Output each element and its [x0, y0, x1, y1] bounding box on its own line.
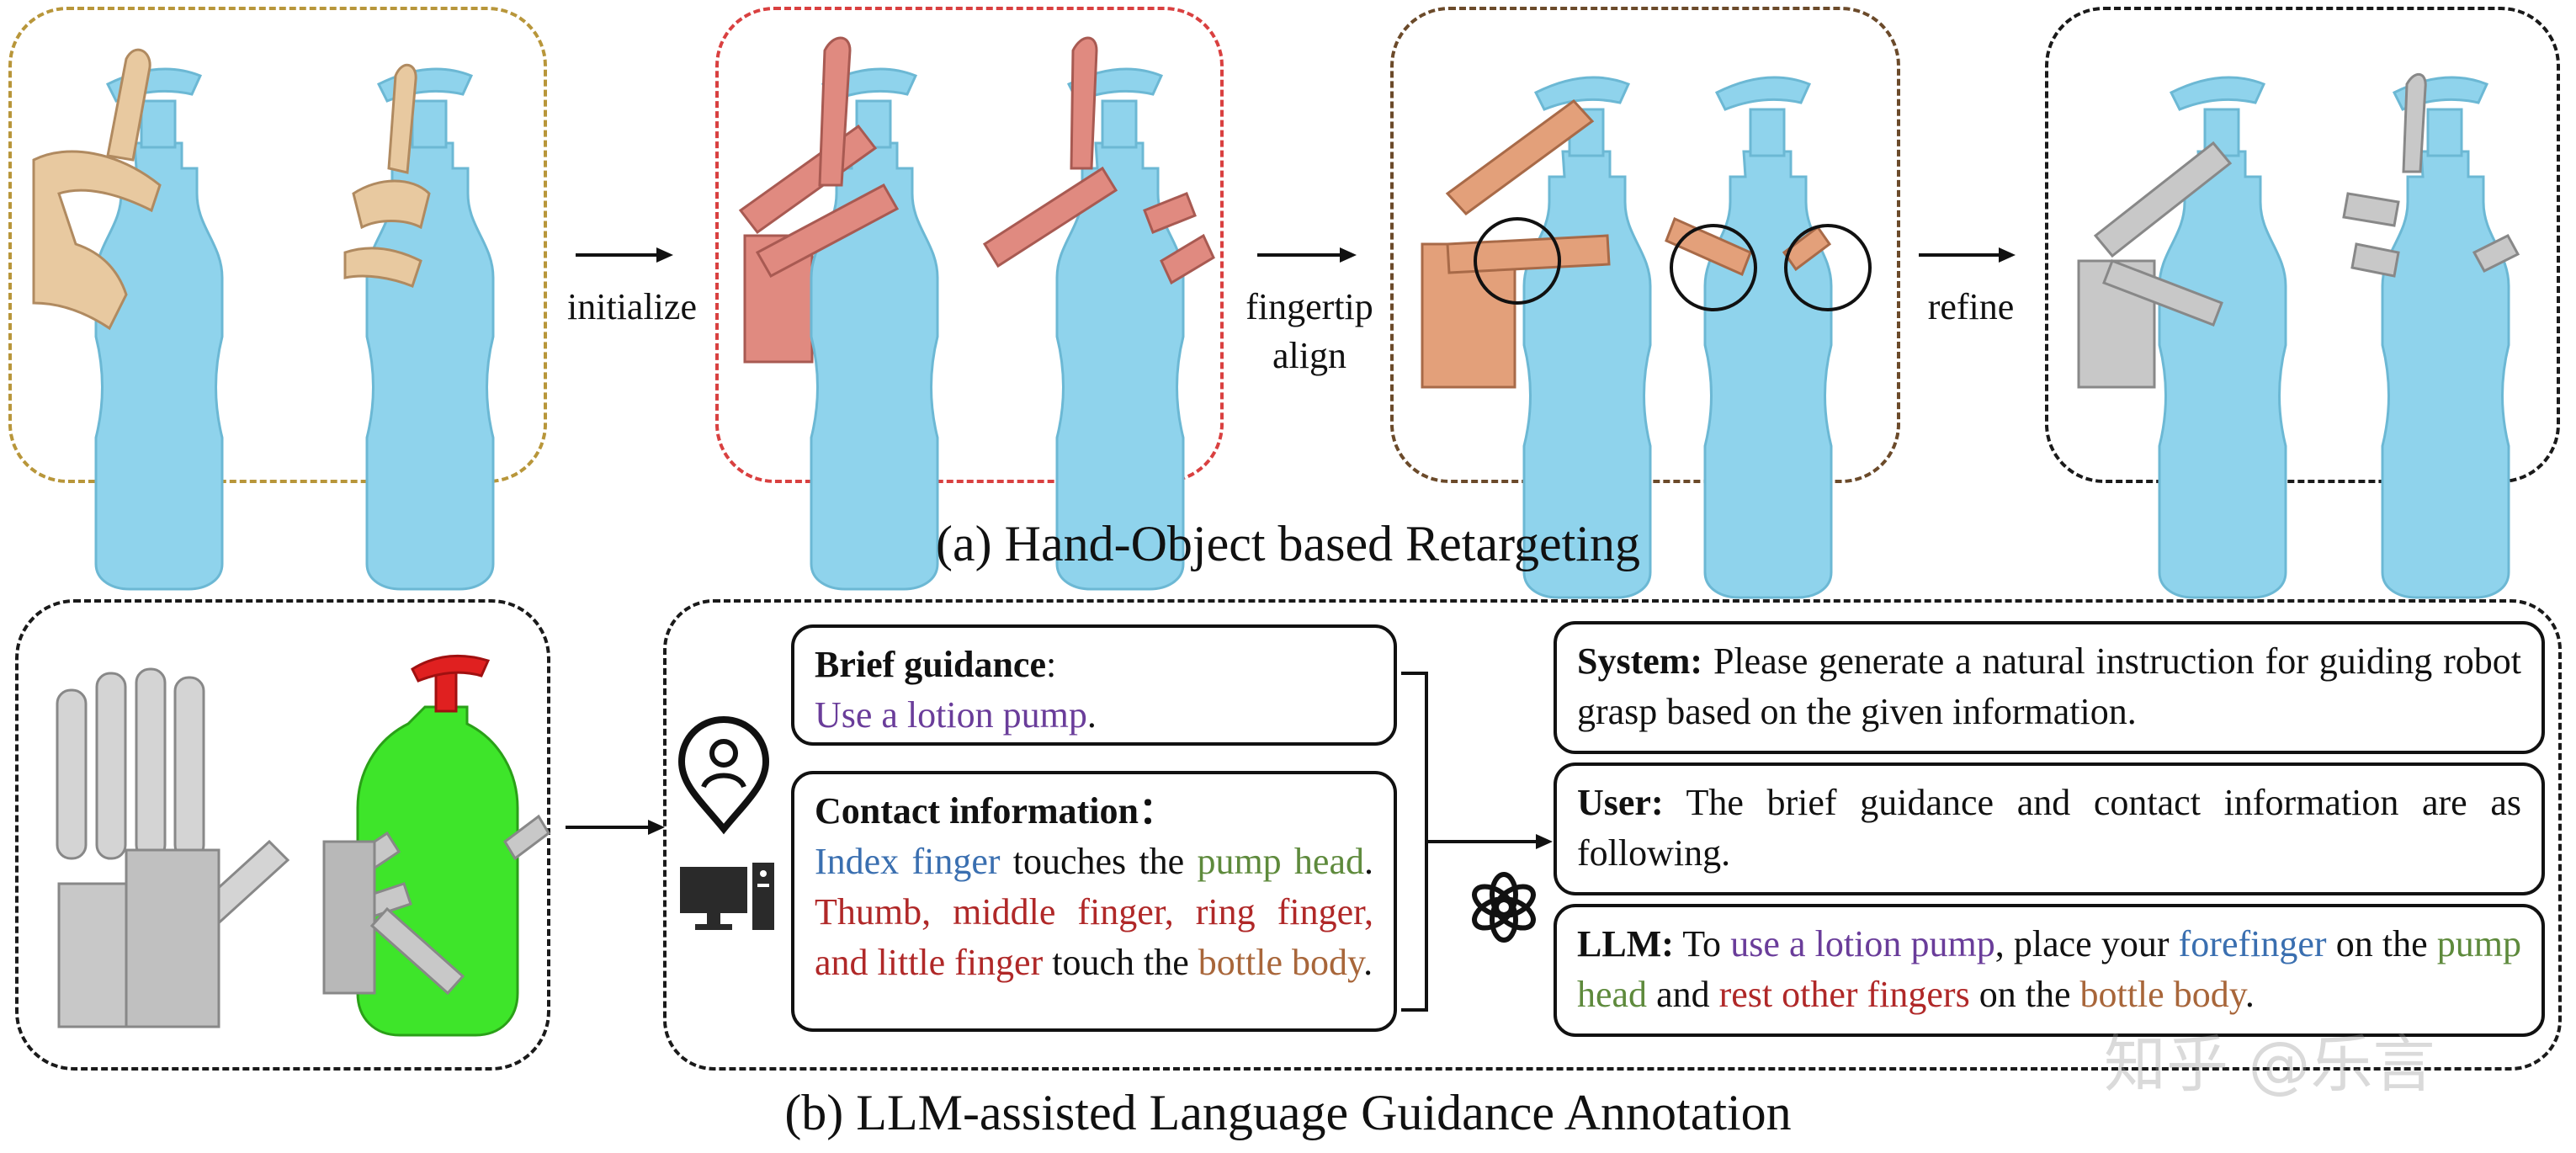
llm-title: LLM:	[1577, 923, 1674, 964]
robot-hand-initialized-2	[982, 36, 1215, 591]
llm-seg: on the	[2326, 923, 2437, 964]
brief-guidance-colon: :	[1045, 644, 1057, 685]
llm-seg-pump-head: pump head	[1577, 923, 2521, 1015]
top-illustrations	[32, 36, 2520, 599]
brief-guidance-period: .	[1086, 694, 1097, 736]
arrow-label-initialize: initialize	[567, 286, 697, 327]
bottom-illustrations	[56, 654, 1553, 1037]
panel-initialized-robot-hand	[715, 7, 1224, 483]
contact-seg-other-fingers: Thumb, middle finger, ring finger, and l…	[815, 891, 1373, 983]
contact-seg-period: .	[1363, 942, 1373, 983]
contact-seg-text: touches the	[1000, 841, 1198, 882]
llm-seg: , place your	[1994, 923, 2179, 964]
llm-seg: and	[1647, 974, 1719, 1015]
contact-seg-pump-head: pump head	[1197, 841, 1364, 882]
brief-guidance-box: Brief guidance: Use a lotion pump.	[791, 624, 1397, 746]
robot-hand-aligned-1	[1421, 76, 1652, 599]
contact-seg-text: touch the	[1043, 942, 1198, 983]
human-hand-bottle-2	[343, 64, 495, 591]
llm-seg-period: .	[2244, 974, 2255, 1015]
panel-initial-human-hand	[8, 7, 547, 483]
human-hand-bottle-1	[32, 48, 224, 591]
user-text: The brief guidance and contact informati…	[1577, 782, 2521, 874]
watermark: 知乎 @乐言	[2104, 1028, 2435, 1101]
robot-hand-grasping-green-bottle	[322, 654, 550, 1037]
robot-hand-refined-1	[2077, 76, 2287, 599]
arrow-to-annotation	[566, 820, 665, 835]
llm-seg: on the	[1969, 974, 2080, 1015]
llm-seg-bottle-body: bottle body	[2079, 974, 2245, 1015]
user-title: User:	[1577, 782, 1664, 823]
robot-hand-initialized-1	[738, 36, 939, 591]
panel-llm-annotation	[663, 599, 2562, 1071]
robot-hand-open	[56, 667, 290, 1028]
system-text: Please generate a natural instruction fo…	[1577, 640, 2521, 732]
system-prompt-box: System: Please generate a natural instru…	[1554, 621, 2545, 754]
arrow-fingertip-align	[1257, 247, 1357, 263]
llm-seg-forefinger: forefinger	[2178, 923, 2327, 964]
brief-guidance-text: Use a lotion pump	[815, 694, 1087, 736]
llm-seg: To	[1673, 923, 1731, 964]
contact-seg-index-finger: Index finger	[815, 841, 1001, 882]
system-title: System:	[1577, 640, 1703, 682]
llm-seg-other-fingers: rest other fingers	[1718, 974, 1970, 1015]
robot-hand-refined-2	[2342, 73, 2520, 599]
caption-b: (b) LLM-assisted Language Guidance Annot…	[784, 1085, 1792, 1140]
llm-output-box: LLM: To use a lotion pump, place your fo…	[1554, 904, 2545, 1037]
panel-robot-hand-contacts	[15, 599, 550, 1071]
panel-refined	[2045, 7, 2560, 483]
arrow-label-align: align	[1272, 335, 1346, 376]
robot-hand-aligned-2	[1665, 76, 1872, 599]
openai-logo-icon	[1472, 872, 1536, 943]
user-location-icon	[677, 715, 770, 835]
llm-seg-task: use a lotion pump	[1730, 923, 1995, 964]
contact-seg-text: .	[1363, 841, 1373, 882]
computer-icon	[680, 863, 774, 930]
contact-circle	[1474, 217, 1561, 305]
arrow-label-refine: refine	[1927, 286, 2015, 327]
bracket-connector	[1401, 672, 1553, 1012]
brief-guidance-title: Brief guidance	[815, 644, 1046, 685]
contact-circle	[1670, 224, 1757, 311]
contact-information-title: Contact information：	[815, 790, 1176, 832]
contact-information-box: Contact information： Index finger touche…	[791, 771, 1397, 1032]
caption-a: (a) Hand-Object based Retargeting	[936, 516, 1640, 571]
user-prompt-box: User: The brief guidance and contact inf…	[1554, 762, 2545, 895]
arrow-initialize	[576, 247, 673, 263]
arrow-refine	[1919, 247, 2016, 263]
contact-circle	[1784, 224, 1872, 311]
arrow-label-fingertip: fingertip	[1246, 286, 1373, 327]
contact-seg-bottle-body: bottle body	[1198, 942, 1364, 983]
